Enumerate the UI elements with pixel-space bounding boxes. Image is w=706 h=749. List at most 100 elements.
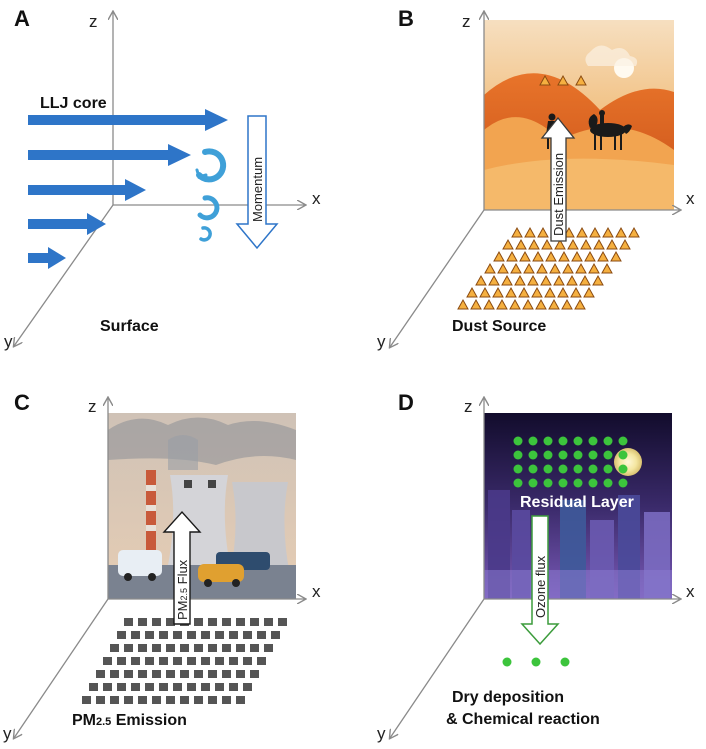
dust-particle-triangle	[541, 238, 553, 250]
dust-particle-triangle	[514, 274, 526, 286]
y-axis-d	[390, 598, 485, 738]
dust-particle-triangle	[540, 274, 552, 286]
camel-silhouette-icon	[588, 110, 632, 150]
panel-letter-c: C	[14, 390, 30, 415]
dust-particle-triangle	[593, 238, 605, 250]
pm-particle-square	[215, 683, 224, 691]
pm-particle-square	[257, 631, 266, 639]
deposition-dots	[502, 657, 570, 667]
dust-particle-triangle	[505, 286, 517, 298]
dune-foreground	[484, 158, 674, 210]
ozone-dot	[588, 436, 598, 446]
dust-particle-triangle	[606, 238, 618, 250]
ozone-dot	[603, 436, 613, 446]
axes-c: z x y	[3, 397, 321, 743]
x-axis-label-b: x	[686, 189, 695, 208]
deposition-dot	[502, 657, 512, 667]
dust-particle-triangle	[496, 298, 508, 310]
pm-particle-square	[159, 683, 168, 691]
dust-particle-triangle	[584, 250, 596, 262]
deposition-label-line1: Dry deposition	[452, 689, 564, 706]
dust-emission-label: Dust Emission	[551, 153, 566, 236]
pm-particle-square	[229, 631, 238, 639]
dust-particle-triangle	[470, 298, 482, 310]
x-axis-label-c: x	[312, 582, 321, 601]
pm-particle-square	[243, 657, 252, 665]
pm-particle-square	[152, 644, 161, 652]
dust-particle-triangle	[479, 286, 491, 298]
dust-particle-triangle	[537, 226, 549, 238]
pm-particle-square	[180, 696, 189, 704]
dust-particle-triangle	[509, 298, 521, 310]
panel-b: B	[377, 6, 695, 351]
z-axis-label-a: z	[89, 12, 98, 31]
city-skyline	[484, 490, 672, 599]
dust-particle-triangle	[506, 250, 518, 262]
pm-particle-square	[250, 618, 259, 626]
ozone-dot	[558, 436, 568, 446]
pm-particle-square	[215, 631, 224, 639]
pm-particle-square	[264, 618, 273, 626]
y-axis-b	[390, 209, 485, 347]
pm-particle-square	[138, 618, 147, 626]
pm-particle-square	[222, 696, 231, 704]
dust-emission-arrow-shape	[540, 116, 576, 242]
y-axis-label-c: y	[3, 724, 12, 743]
pm-particle-square	[194, 696, 203, 704]
dust-particle-triangle	[523, 262, 535, 274]
ozone-dot	[543, 450, 553, 460]
pm-particle-square	[194, 644, 203, 652]
pm-particle-square	[229, 657, 238, 665]
cooling-tower-2	[230, 482, 290, 575]
pm-particle-square	[166, 644, 175, 652]
dust-particle-triangle	[457, 298, 469, 310]
pm-particle-square	[264, 644, 273, 652]
pm-particle-square	[278, 618, 287, 626]
pm-particle-square	[208, 696, 217, 704]
pm-particle-square	[194, 618, 203, 626]
dust-particle-triangle	[592, 274, 604, 286]
ozone-dot	[588, 464, 598, 474]
pm-particle-square	[236, 618, 245, 626]
pm-particle-square	[152, 696, 161, 704]
ozone-dot	[558, 464, 568, 474]
y-axis-label-a: y	[4, 332, 13, 351]
wind-arrow-3	[28, 179, 146, 201]
pm-particle-square	[229, 683, 238, 691]
pm-particle-square	[257, 657, 266, 665]
dust-particle-triangle	[549, 262, 561, 274]
dust-particle-triangle	[571, 250, 583, 262]
dust-particle-triangle	[492, 286, 504, 298]
dust-particle-triangle	[488, 274, 500, 286]
panel-d: D Residual Layer z x y	[377, 390, 695, 743]
van-icon	[118, 550, 162, 576]
dust-particle-triangle	[466, 286, 478, 298]
y-axis-label-b: y	[377, 332, 386, 351]
pm-particle-square	[166, 696, 175, 704]
pm-particle-square	[96, 696, 105, 704]
pm-particle-square	[208, 644, 217, 652]
panel-a: A z x y LLJ core Momentum Surface	[4, 6, 321, 351]
ozone-flux-arrow-shape	[520, 515, 560, 646]
y-axis-label-d: y	[377, 724, 386, 743]
pm-particle-square	[222, 618, 231, 626]
llj-core-label: LLJ core	[40, 95, 107, 112]
pm-particle-square	[222, 644, 231, 652]
dust-particle-triangle	[515, 238, 527, 250]
ozone-dot	[543, 464, 553, 474]
dust-particle-triangle	[570, 286, 582, 298]
dust-particle-triangle	[619, 238, 631, 250]
ozone-dot	[618, 478, 628, 488]
ozone-dot	[528, 450, 538, 460]
wind-arrow-5	[28, 247, 66, 269]
ozone-dot	[543, 478, 553, 488]
pm-particle-square	[187, 631, 196, 639]
pm-particle-square	[236, 670, 245, 678]
ozone-dot	[618, 464, 628, 474]
panel-letter-d: D	[398, 390, 414, 415]
pm-particle-square	[243, 631, 252, 639]
axes-d: z x y	[377, 397, 695, 743]
pm-particle-square	[236, 696, 245, 704]
dust-particle-triangle	[502, 238, 514, 250]
pm-particle-square	[166, 670, 175, 678]
